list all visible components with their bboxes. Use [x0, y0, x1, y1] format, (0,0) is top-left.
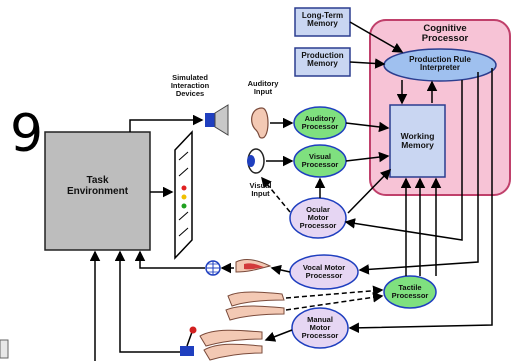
manual-motor-processor-node: [291, 307, 349, 349]
display-screen-icon: [174, 130, 193, 260]
ocular-motor-processor-label: Ocular Motor Processor: [299, 205, 337, 230]
ear-icon: [251, 107, 269, 139]
mouth-icon: [235, 259, 272, 273]
production-rule-interpreter-label: Production Rule Interpreter: [409, 55, 471, 73]
edge-fragment-box: [0, 339, 9, 359]
working-memory-label: Working Memory: [400, 131, 435, 150]
dashed-connections: [261, 176, 384, 311]
right-hand-icon: [199, 329, 263, 361]
production-memory-label: Production Memory: [301, 51, 344, 69]
eye-icon: [247, 148, 265, 174]
visual-processor-label: Visual Processor: [301, 152, 339, 169]
production-memory-box: [294, 47, 351, 77]
auditory-processor-label: Auditory Processor: [301, 114, 339, 131]
long-term-memory-box: [294, 7, 351, 37]
task-environment-box: [44, 131, 151, 251]
ocular-motor-processor-node: [289, 197, 347, 239]
long-term-memory-label: Long-Term Memory: [301, 11, 344, 29]
joystick-icon: [180, 326, 197, 356]
vocal-motor-processor-label: Vocal Motor Processor: [302, 263, 346, 280]
tactile-processor-label: Tactile Processor: [391, 283, 429, 300]
microphone-icon: [205, 260, 221, 276]
tactile-processor-node: [383, 275, 437, 309]
manual-motor-processor-label: Manual Motor Processor: [301, 315, 339, 340]
visual-input-label: Visual Input: [249, 181, 272, 198]
overlay-glyph: 9: [10, 104, 44, 164]
speaker-icon: [205, 104, 229, 136]
simulated-interaction-devices-label: Simulated Interaction Devices: [170, 73, 210, 98]
working-memory-box: [389, 104, 446, 178]
task-environment-label: Task Environment: [66, 175, 129, 197]
cognitive-processor-label: Cognitive Processor: [421, 23, 469, 44]
connection-arrows: [89, 21, 493, 361]
auditory-input-label: Auditory Input: [247, 79, 279, 96]
left-hand-icon: [225, 291, 285, 321]
